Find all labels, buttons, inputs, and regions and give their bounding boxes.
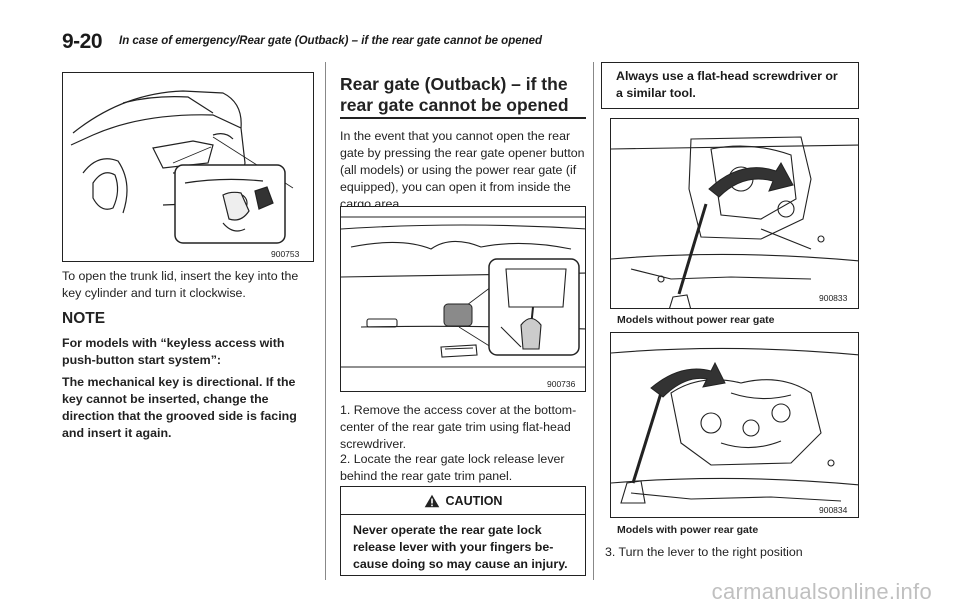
column-divider-left (325, 62, 326, 580)
column-divider-right (593, 62, 594, 580)
header-title: In case of emergency/Rear gate (Outback)… (119, 35, 543, 47)
section-heading: Rear gate (Outback) – if the rear gate c… (340, 74, 569, 115)
step-2: 2. Locate the rear gate lock release lev… (340, 452, 565, 483)
figure-lever-power: 900834 (610, 332, 859, 518)
figure-code: 900833 (819, 293, 848, 303)
heading-rule (340, 117, 586, 119)
note-heading: NOTE (62, 310, 106, 327)
intro-text: In the event that you cannot open the re… (340, 129, 585, 211)
caution-text: Never operate the rear gate lock release… (353, 523, 568, 571)
header-rule (62, 47, 898, 51)
figure-lever-no-power: 900833 (610, 118, 859, 309)
lever-without-power-illustration (611, 136, 858, 308)
page-number: 9-20 (62, 30, 103, 53)
figure-code: 900834 (819, 505, 848, 515)
figure-access-cover: 900736 (340, 206, 586, 392)
step-1: 1. Remove the access cover at the bottom… (340, 403, 577, 451)
watermark: carmanualsonline.info (711, 579, 932, 604)
cargo-trim-illustration (341, 216, 585, 368)
note-line-2: The mechanical key is directional. If th… (62, 375, 297, 440)
warning-triangle-icon (424, 494, 439, 507)
tool-note-box: Always use a flat-head screwdriver or a … (601, 62, 859, 109)
instruction-text: To open the trunk lid, insert the key in… (62, 269, 299, 300)
lever-with-power-illustration (611, 347, 858, 504)
figure-code: 900753 (271, 249, 300, 259)
note-line-1: For models with “keyless access with pus… (62, 336, 285, 367)
page-header: 9-20 In case of emergency/Rear gate (Out… (62, 30, 898, 54)
caution-box: CAUTION Never operate the rear gate lock… (340, 486, 586, 576)
caution-header: CAUTION (341, 487, 585, 515)
caption-with-power: Models with power rear gate (617, 524, 759, 536)
figure-code: 900736 (547, 379, 576, 389)
step-3: 3. Turn the lever to the right position (605, 545, 803, 559)
car-rear-illustration (70, 90, 294, 244)
figure-trunk-key: 900753 (62, 72, 314, 262)
caption-without-power: Models without power rear gate (617, 314, 775, 326)
caution-label: CAUTION (445, 493, 503, 508)
